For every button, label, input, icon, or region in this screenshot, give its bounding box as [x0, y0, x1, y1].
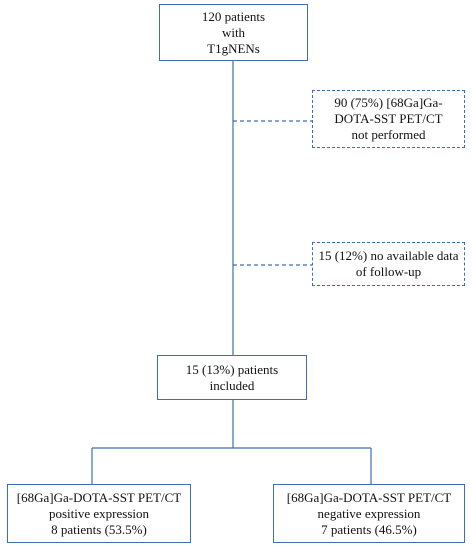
- positive-line-1: [68Ga]Ga-DOTA-SST PET/CT: [16, 489, 182, 505]
- start-box: 120 patients with T1gNENs: [159, 4, 308, 61]
- positive-box: [68Ga]Ga-DOTA-SST PET/CT positive expres…: [7, 484, 191, 543]
- start-line-1: 120 patients: [201, 8, 266, 24]
- start-line-2: with: [221, 24, 246, 40]
- exclusion-1-line-1: 90 (75%) [68Ga]Ga-: [334, 95, 443, 110]
- positive-line-2: positive expression: [48, 505, 149, 521]
- exclusion-1-line-3: not performed: [351, 127, 426, 142]
- negative-line-3: 7 patients (46.5%): [321, 521, 417, 537]
- included-box: 15 (13%) patients included: [157, 355, 307, 400]
- exclusion-2-line-1: 15 (12%) no available data: [318, 248, 459, 263]
- negative-line-1: [68Ga]Ga-DOTA-SST PET/CT: [286, 489, 452, 505]
- included-line-2: included: [209, 377, 255, 393]
- exclusion-box-1: 90 (75%) [68Ga]Ga- DOTA-SST PET/CT not p…: [312, 90, 465, 148]
- negative-box: [68Ga]Ga-DOTA-SST PET/CT negative expres…: [273, 484, 465, 543]
- start-line-3: T1gNENs: [207, 40, 260, 56]
- positive-line-3: 8 patients (53.5%): [51, 521, 147, 537]
- included-line-1: 15 (13%) patients: [185, 361, 279, 377]
- negative-line-2: negative expression: [317, 505, 421, 521]
- exclusion-box-2: 15 (12%) no available data of follow-up: [312, 242, 465, 286]
- exclusion-1-line-2: DOTA-SST PET/CT: [334, 111, 443, 126]
- exclusion-2-line-2: of follow-up: [355, 264, 422, 279]
